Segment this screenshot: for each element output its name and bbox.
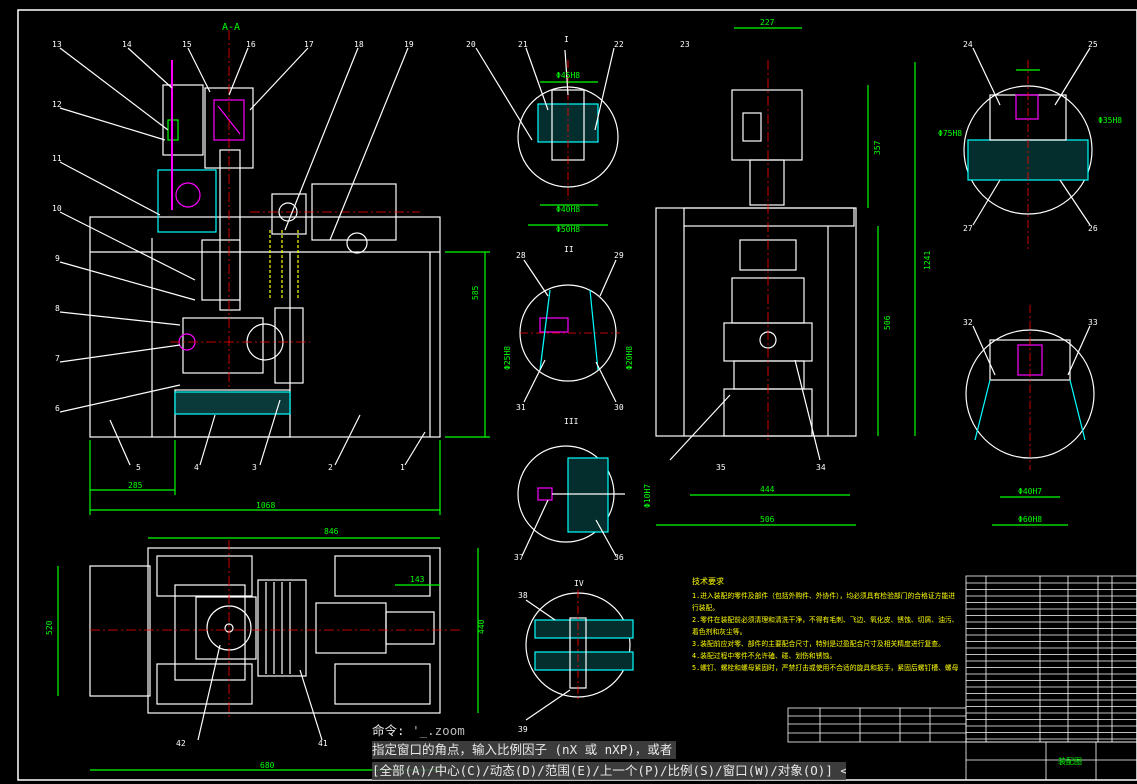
dim-height: 585	[471, 285, 480, 300]
dim-right-side: Φ35H8	[1098, 116, 1122, 125]
dim-detail1-base: Φ50H8	[556, 225, 580, 234]
tech-note-line: 行装配。	[692, 603, 719, 612]
drawing-border	[17, 9, 1137, 781]
part-number: 24	[963, 40, 973, 49]
part-number: 1	[400, 463, 405, 472]
dim-right-base: Φ60H8	[1018, 515, 1042, 524]
part-number: 36	[614, 553, 624, 562]
part-number: 34	[816, 463, 826, 472]
dim-front-base: 444	[760, 485, 775, 494]
part-number: 29	[614, 251, 624, 260]
detail-views-right-text: 24 25 27 26 32 33 Φ75H8 Φ35H8 Φ40H7 Φ60H…	[938, 40, 1122, 524]
title-block-name: 装配图	[1058, 756, 1082, 766]
plan-view-text: 846 680 143 520 440 42 41	[45, 527, 486, 770]
dim-detail1-bottom: Φ40H8	[556, 205, 580, 214]
part-number: 18	[354, 40, 364, 49]
dim-right-top: Φ75H8	[938, 129, 962, 138]
part-number: 39	[518, 725, 528, 734]
part-number: 5	[136, 463, 141, 472]
detail-label: IV	[574, 579, 584, 588]
part-number: 33	[1088, 318, 1098, 327]
tech-notes: 技术要求 1.进入装配的零件及部件（包括外购件、外协件），均必须具有检验部门的合…	[692, 576, 959, 672]
front-view	[655, 27, 916, 526]
dim-plan-width: 846	[324, 527, 339, 536]
part-number: 19	[404, 40, 414, 49]
part-number: 26	[1088, 224, 1098, 233]
dim-front-h3: 506	[883, 315, 892, 330]
command-history-line: 命令: '_.zoom	[372, 722, 465, 740]
tech-note-line: 2.零件在装配前必须清理和清洗干净，不得有毛刺、飞边、氧化皮、锈蚀、切屑、油污、	[692, 615, 958, 624]
dim-front-overall: 506	[760, 515, 775, 524]
front-view-text: 227 1241 357 506 444 506 35 34	[716, 18, 932, 524]
part-number: 16	[246, 40, 256, 49]
tech-notes-title: 技术要求	[692, 576, 724, 586]
part-numbers-left: 13 12 11 10 9 8 7 6 14 15 16 17 18 19 5 …	[52, 40, 414, 472]
parts-list-table	[787, 575, 1137, 781]
part-number: 42	[176, 739, 186, 748]
section-view-a-a: A-A	[59, 22, 490, 515]
part-number: 21	[518, 40, 528, 49]
dim-plan-depth: 520	[45, 620, 54, 635]
part-number: 9	[55, 254, 60, 263]
detail-label: II	[564, 245, 574, 254]
part-number: 8	[55, 304, 60, 313]
part-number: 4	[194, 463, 199, 472]
part-number: 23	[680, 40, 690, 49]
part-number: 10	[52, 204, 62, 213]
tech-note-line: 3.装配前应对零、部件的主要配合尺寸，特别是过盈配合尺寸及相关精度进行复查。	[692, 639, 945, 648]
dim-front-h1: 1241	[923, 251, 932, 270]
command-typed-text: '_.zoom	[412, 723, 465, 738]
dim-detail-circle-right: Φ20H8	[625, 346, 634, 370]
part-number: 15	[182, 40, 192, 49]
dim-base-offset: 285	[128, 481, 143, 490]
part-number: 3	[252, 463, 257, 472]
dim-detail-circle-left: Φ25H8	[503, 346, 512, 370]
dim-detail1-top: Φ45H8	[556, 71, 580, 80]
dim-front-top: 227	[760, 18, 775, 27]
part-number: 11	[52, 154, 62, 163]
command-options-input[interactable]: [全部(A)/中心(C)/动态(D)/范围(E)/上一个(P)/比例(S)/窗口…	[372, 762, 846, 780]
part-number: 17	[304, 40, 314, 49]
detail-views-middle-text: I II III IV Φ45H8 Φ40H8 Φ50H8 Φ25H8 Φ20H…	[466, 35, 690, 734]
command-prompt: 命令:	[372, 723, 405, 738]
part-number: 14	[122, 40, 132, 49]
part-number: 31	[516, 403, 526, 412]
dim-detail-pin: Φ10H7	[643, 484, 652, 508]
plan-view	[57, 537, 479, 771]
detail-label: III	[564, 417, 579, 426]
dim-motor-offset: 143	[410, 575, 425, 584]
command-prompt-line: 指定窗口的角点，输入比例因子 (nX 或 nXP)，或者	[372, 741, 677, 759]
section-dimension-text: 1068 285 585	[128, 285, 480, 510]
part-number: 25	[1088, 40, 1098, 49]
detail-views-middle	[475, 47, 634, 721]
part-number: 41	[318, 739, 328, 748]
part-number: 13	[52, 40, 62, 49]
part-number: 32	[963, 318, 973, 327]
part-number: 27	[963, 224, 973, 233]
tech-note-line: 4.装配过程中零件不允许磕、碰、划伤和锈蚀。	[692, 651, 836, 660]
dim-front-h2: 357	[873, 140, 882, 155]
dim-plan-bottom: 680	[260, 761, 275, 770]
part-number: 22	[614, 40, 624, 49]
part-number: 6	[55, 404, 60, 413]
detail-views-right	[963, 47, 1095, 526]
tech-note-line: 着色剂和灰尘等。	[692, 627, 746, 636]
dim-plan-height: 440	[477, 619, 486, 634]
part-number: 28	[516, 251, 526, 260]
dim-overall-width: 1068	[256, 501, 275, 510]
section-view-title: A-A	[222, 22, 240, 33]
part-number: 12	[52, 100, 62, 109]
part-number: 37	[514, 553, 524, 562]
detail-label: I	[564, 35, 569, 44]
dim-right-bottom: Φ40H7	[1018, 487, 1042, 496]
tech-note-line: 1.进入装配的零件及部件（包括外购件、外协件），均必须具有检验部门的合格证方能进	[692, 591, 955, 600]
part-number: 38	[518, 591, 528, 600]
part-number: 30	[614, 403, 624, 412]
part-number: 20	[466, 40, 476, 49]
part-number: 35	[716, 463, 726, 472]
part-number: 7	[55, 354, 60, 363]
tech-note-line: 5.螺钉、螺栓和螺母紧固时，严禁打击或使用不合适的旋具和扳手，紧固后螺钉槽、螺母	[692, 663, 959, 672]
part-number: 2	[328, 463, 333, 472]
